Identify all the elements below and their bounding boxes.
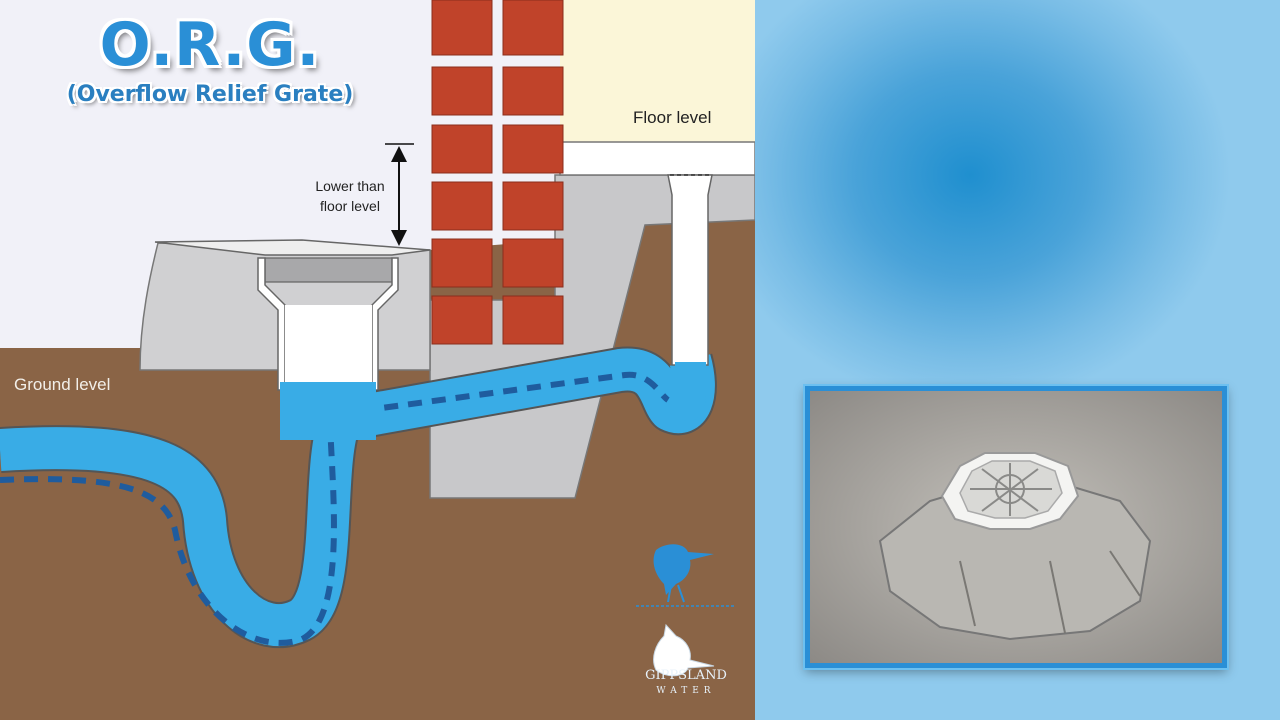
ground-level-label: Ground level [14,375,111,394]
flow-line [0,371,670,646]
org-riser-inside [285,305,372,387]
fixture-riser [667,174,713,366]
org-grate-base [264,257,393,283]
floor-interior [560,0,755,142]
lower-label-line2: floor level [320,198,380,214]
gippsland-water-logo [636,544,736,677]
lower-label-line1: Lower than [315,178,385,194]
plumbing-diagram [0,0,755,720]
heron-icon [653,544,714,595]
logo-name: GIPPSLAND [645,668,727,683]
grate-star-icon [970,463,1052,516]
page-subtitle: (Overflow Relief Grate) [66,82,354,107]
drain-pipe-water [0,348,715,646]
heron-leg-right [677,584,685,603]
heron-leg-left [667,584,672,603]
arrow-up-icon [391,146,407,162]
page-title: O.R.G. [99,10,321,80]
org-photo [805,386,1227,668]
brick-wall [431,0,564,345]
heron-reflection-icon [653,623,715,677]
logo-subname: WATER [656,686,716,696]
arrow-down-icon [391,230,407,246]
lower-than-floor-label: Lower than floor level [300,176,400,216]
org-photo-image [810,391,1222,663]
trap-water [675,362,706,421]
mound-crack [959,550,1141,634]
floor-level-label: Floor level [633,108,712,127]
riser-water [280,382,376,440]
floor-slab [559,141,755,176]
org-grate [154,239,431,256]
org-riser [257,257,399,391]
